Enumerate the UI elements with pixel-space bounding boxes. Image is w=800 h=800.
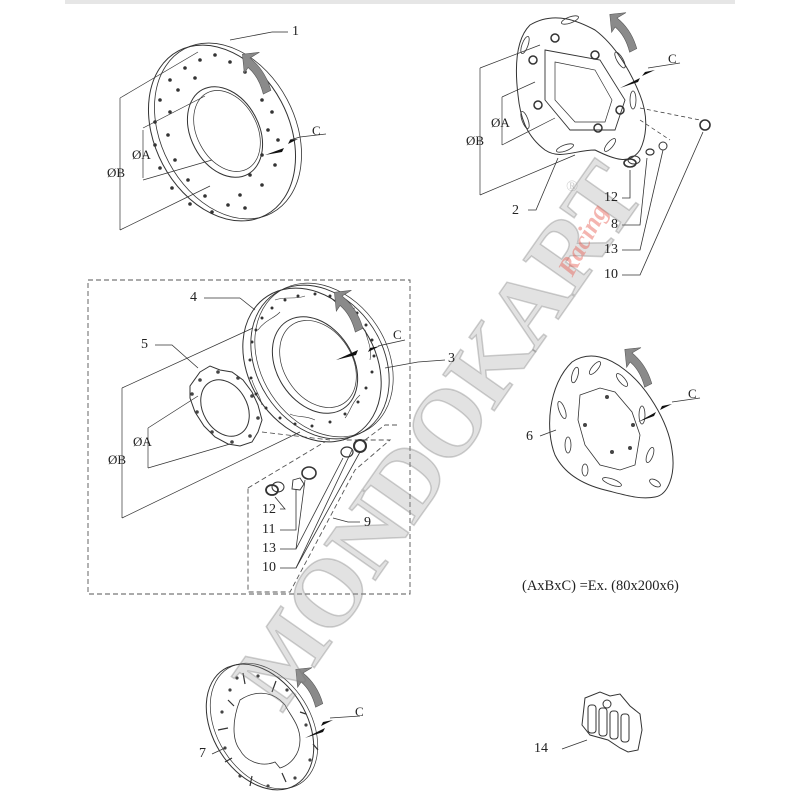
label-part-10-box: 10 — [262, 560, 276, 575]
carrier-5 — [147, 344, 331, 469]
label-part-13-box: 13 — [262, 541, 276, 556]
dim-c-disc-1: C — [312, 123, 321, 138]
dim-b-disc-4: ØB — [108, 452, 127, 467]
dim-c-disc-6: C — [688, 386, 697, 401]
dim-a-disc-2: ØA — [491, 115, 510, 130]
disc-4 — [121, 282, 446, 519]
label-part-14: 14 — [534, 741, 548, 756]
label-part-1: 1 — [292, 24, 299, 39]
label-part-2: 2 — [512, 203, 519, 218]
dim-b-disc-1: ØB — [107, 165, 126, 180]
disc-6 — [539, 347, 701, 499]
dim-c-disc-7: C — [355, 704, 364, 719]
top-band — [65, 0, 735, 4]
disc-7 — [205, 662, 361, 791]
dim-b-disc-2: ØB — [466, 133, 485, 148]
disc-1 — [119, 31, 327, 231]
dimension-formula-note: (AxBxC) =Ex. (80x200x6) — [522, 578, 679, 594]
label-part-5: 5 — [141, 337, 148, 352]
dim-c-disc-2: C — [668, 51, 677, 66]
label-part-3: 3 — [448, 351, 455, 366]
hardware-set-9 — [265, 439, 367, 569]
label-part-12-box: 12 — [262, 502, 276, 517]
dim-c-disc-4: C — [393, 327, 402, 342]
dim-a-disc-4: ØA — [133, 434, 152, 449]
label-part-11: 11 — [262, 522, 276, 537]
label-part-13-top: 13 — [604, 242, 618, 257]
label-part-4: 4 — [190, 290, 197, 305]
label-part-7: 7 — [199, 746, 206, 761]
label-part-10-top: 10 — [604, 267, 618, 282]
dim-a-disc-1: ØA — [132, 147, 151, 162]
label-part-6: 6 — [526, 429, 533, 444]
disc-2 — [479, 12, 711, 276]
label-part-9: 9 — [364, 515, 371, 530]
label-part-8: 8 — [611, 217, 618, 232]
assembly-3-box — [87, 279, 411, 595]
watermark-registered: ® — [566, 178, 579, 195]
brake-pad-14 — [561, 691, 643, 753]
label-part-12-top: 12 — [604, 190, 618, 205]
